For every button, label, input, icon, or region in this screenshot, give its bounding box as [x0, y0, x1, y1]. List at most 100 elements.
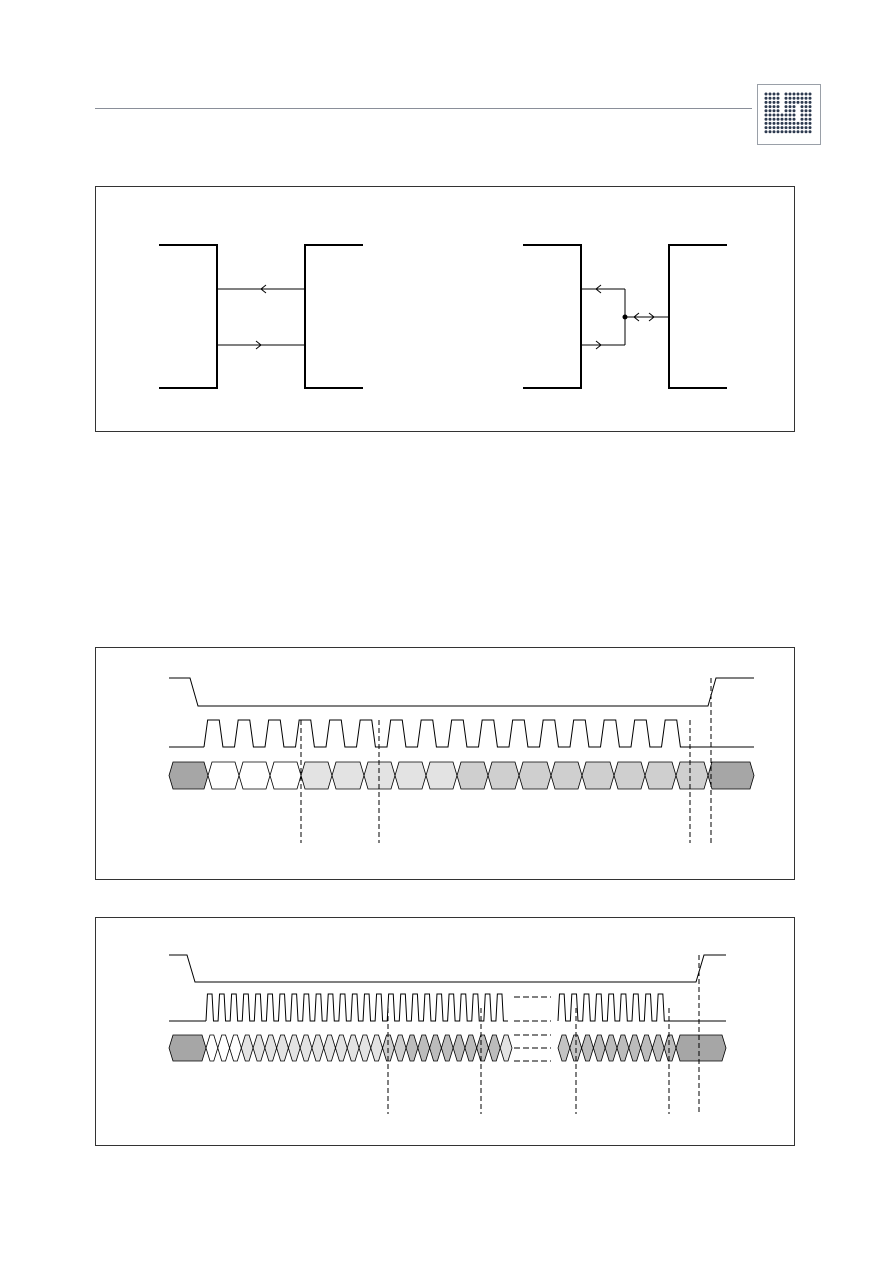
- logo-dot: [784, 109, 788, 113]
- logo-dot: [780, 113, 784, 117]
- data-bit-cell: [394, 761, 427, 790]
- data-bit-cell: [628, 1034, 642, 1062]
- timing-diagram-8bit-figure: [95, 647, 795, 880]
- data-bit-cell: [393, 1034, 407, 1062]
- logo-dot: [808, 113, 812, 117]
- logo-dot: [772, 126, 776, 130]
- data-bit-cell: [358, 1034, 372, 1062]
- logo-dot: [800, 109, 804, 113]
- logo-dot: [800, 121, 804, 125]
- logo-dot: [808, 96, 812, 100]
- logo-dot: [804, 117, 808, 121]
- logo-dot: [796, 121, 800, 125]
- logo-dot: [804, 92, 808, 96]
- logo-dot: [804, 105, 808, 109]
- logo-dot: [796, 130, 800, 134]
- logo-dot: [768, 121, 772, 125]
- data-bit-cell: [518, 761, 552, 790]
- logo-dot: [800, 117, 804, 121]
- logo-dot: [788, 130, 792, 134]
- bidirectional-arrow-icon: [633, 312, 655, 322]
- logo-dot: [772, 130, 776, 134]
- logo-dot: [788, 113, 792, 117]
- logo-dot: [792, 117, 796, 121]
- logo-dot: [804, 130, 808, 134]
- logo-dot: [808, 92, 812, 96]
- logo-dot: [772, 121, 776, 125]
- data-bit-cell: [287, 1034, 301, 1062]
- logo-dot: [792, 113, 796, 117]
- data-bit-cell: [276, 1034, 289, 1062]
- logo-dot: [792, 92, 796, 96]
- data-bit-cell: [581, 1034, 594, 1062]
- data-bit-cell: [323, 1034, 336, 1062]
- clock-signal-segment: [205, 993, 508, 1022]
- data-bit-cell: [581, 761, 615, 790]
- data-bit-cell: [550, 761, 583, 790]
- chip-select-signal: [169, 677, 754, 707]
- data-bit-cell: [707, 761, 755, 790]
- logo-dot: [808, 126, 812, 130]
- data-bit-cell: [488, 1034, 501, 1062]
- logo-dot: [768, 96, 772, 100]
- logo-dot: [768, 92, 772, 96]
- logo-dot: [772, 100, 776, 104]
- logo-dot: [788, 105, 792, 109]
- logo-dot: [788, 126, 792, 130]
- logo-dot: [776, 130, 780, 134]
- data-bit-cell: [205, 1034, 219, 1062]
- data-bit-cell: [311, 1034, 325, 1062]
- data-bit-cell: [429, 1034, 442, 1062]
- logo-dot: [764, 96, 768, 100]
- data-bit-cell: [425, 761, 458, 790]
- chip-select-signal: [169, 954, 726, 983]
- logo-dot: [784, 117, 788, 121]
- logo-dot: [800, 92, 804, 96]
- data-bit-cell: [363, 761, 396, 790]
- data-bit-cell: [299, 1034, 313, 1062]
- logo-dot: [804, 121, 808, 125]
- logo-dot: [804, 109, 808, 113]
- logo-dot: [776, 100, 780, 104]
- logo-dot: [808, 130, 812, 134]
- data-bit-cell: [370, 1034, 383, 1062]
- logo-dot: [788, 100, 792, 104]
- timing-diagram-multibyte-figure: [95, 917, 795, 1146]
- data-bit-cell: [168, 1034, 207, 1062]
- logo-dot: [796, 100, 800, 104]
- data-bit-cell: [168, 761, 209, 790]
- data-bit-cell: [229, 1034, 242, 1062]
- logo-dot: [804, 96, 808, 100]
- logo-dot: [768, 109, 772, 113]
- logo-dot: [804, 113, 808, 117]
- logo-dot: [784, 121, 788, 125]
- logo-dot: [772, 109, 776, 113]
- logo-dot: [768, 130, 772, 134]
- logo-dot: [796, 96, 800, 100]
- logo-dot: [764, 109, 768, 113]
- logo-dot: [768, 105, 772, 109]
- data-bit-cell: [644, 761, 677, 790]
- logo-dot: [800, 130, 804, 134]
- data-bit-cell: [331, 761, 365, 790]
- data-bit-cell: [452, 1034, 466, 1062]
- data-bit-cell: [269, 761, 302, 790]
- left-arrow-icon: [260, 284, 267, 294]
- logo-dot: [776, 96, 780, 100]
- device-d-bracket: [668, 244, 727, 389]
- connection-diagram: [159, 244, 727, 389]
- logo-dot: [776, 109, 780, 113]
- logo-dot: [772, 92, 776, 96]
- data-bit-cell: [487, 761, 520, 790]
- logo-dot: [764, 130, 768, 134]
- data-bit-cell: [217, 1034, 230, 1062]
- data-bit-cell: [557, 1034, 571, 1062]
- data-bit-cell: [499, 1034, 513, 1062]
- logo-dot: [800, 113, 804, 117]
- data-continuation: [514, 1034, 551, 1062]
- logo-dot: [764, 121, 768, 125]
- data-bit-cell: [663, 1034, 677, 1062]
- right-arrow-icon: [255, 340, 262, 350]
- junction-dot-icon: [622, 314, 628, 320]
- logo-dot: [764, 113, 768, 117]
